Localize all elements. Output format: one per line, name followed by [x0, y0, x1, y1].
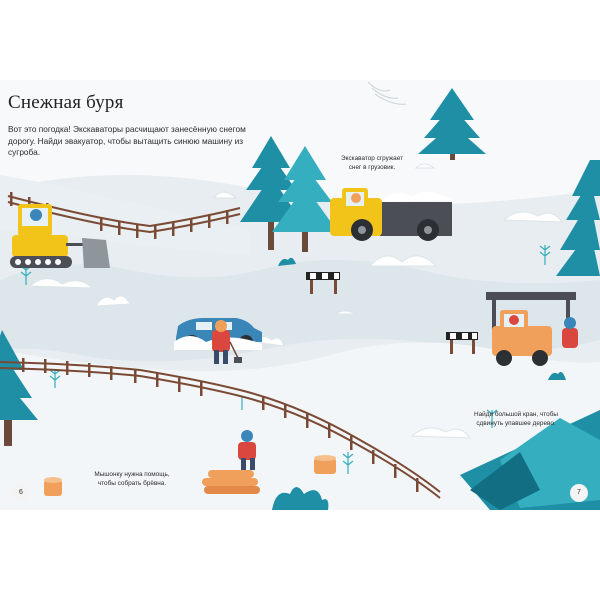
caption-excavator: Экскаватор сгружает снег в грузовик. [341, 155, 403, 171]
caption-crane: Найди большой кран, чтобы сдвинуть упавш… [474, 411, 558, 427]
pine-tree-icon [240, 136, 302, 250]
crane-truck-icon [486, 292, 578, 366]
page-number-right: 7 [570, 484, 588, 502]
fence-lower [0, 361, 441, 499]
snow-foreground [0, 342, 600, 510]
road-barrier-icon [306, 272, 340, 294]
snow-mounds [28, 163, 563, 439]
fence-lower-posts [22, 358, 419, 492]
pine-tree-icon [556, 160, 600, 276]
pine-tree-icon [0, 330, 38, 446]
page-number-left: 6 [12, 484, 30, 502]
kid-figure [238, 430, 256, 470]
bush-icon [272, 487, 329, 510]
page-title: Снежная буря [8, 92, 124, 113]
bush-icon [548, 372, 566, 380]
road-barrier-icon [446, 332, 478, 354]
dump-truck-icon [330, 188, 452, 241]
fence [7, 195, 241, 234]
caption-help: Мышонку нужна помощь, чтобы собрать брёв… [94, 471, 170, 487]
bush-icon [278, 257, 296, 266]
book-spread: Снежная буря Вот это погодка! Экскаватор… [0, 80, 600, 510]
pine-tree-icon [418, 88, 486, 160]
rescuer-figure [212, 320, 242, 364]
wind-strokes [367, 81, 407, 105]
log-pile-icon [202, 470, 260, 494]
pine-tree-icon [272, 146, 338, 252]
intro-text: Вот это погодка! Экскаваторы расчищают з… [8, 124, 246, 157]
snow-scene-illustration [0, 80, 600, 510]
stump-icon [314, 455, 336, 474]
bulldozer-icon [10, 204, 110, 268]
stump-icon [44, 477, 62, 496]
